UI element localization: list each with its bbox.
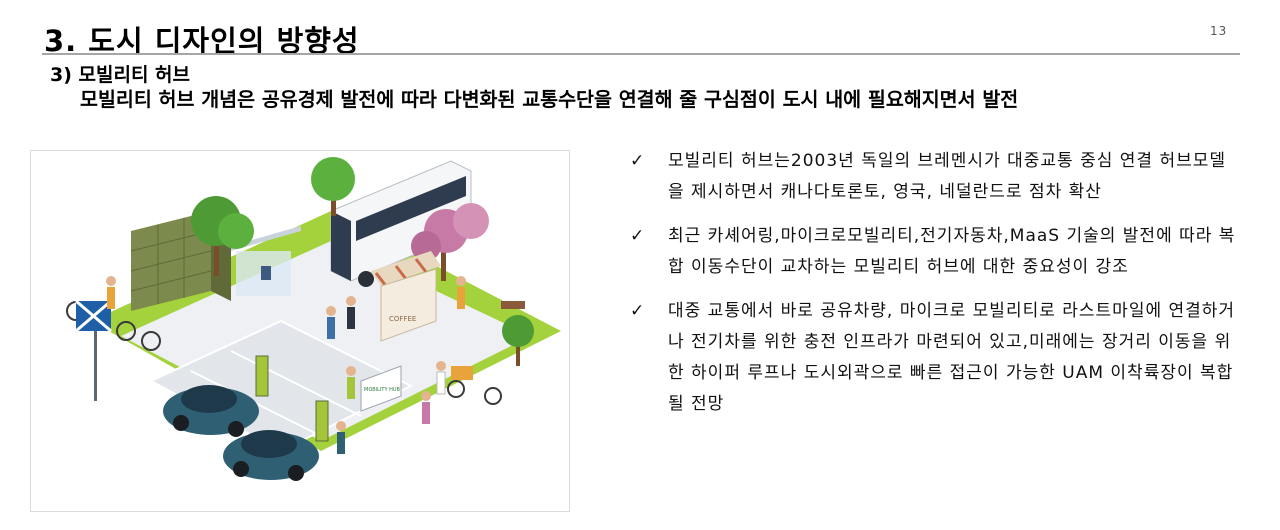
section-summary: 모빌리티 허브 개념은 공유경제 발전에 따라 다변화된 교통수단을 연결해 줄… bbox=[80, 88, 1019, 111]
bullet-list: ✓ 모빌리티 허브는2003년 독일의 브레멘시가 대중교통 중심 연결 허브모… bbox=[630, 146, 1242, 433]
bullet-item: ✓ 최근 카셰어링,마이크로모빌리티,전기자동차,MaaS 기술의 발전에 따라… bbox=[630, 221, 1242, 283]
bullet-text: 모빌리티 허브는2003년 독일의 브레멘시가 대중교통 중심 연결 허브모델을… bbox=[668, 151, 1227, 202]
checkmark-icon: ✓ bbox=[630, 226, 646, 246]
tree-right bbox=[502, 315, 534, 366]
page-title: 3. 도시 디자인의 방향성 bbox=[44, 24, 360, 58]
bullet-text: 최근 카셰어링,마이크로모빌리티,전기자동차,MaaS 기술의 발전에 따라 복… bbox=[668, 226, 1236, 277]
people bbox=[106, 276, 466, 454]
tree-top bbox=[311, 157, 355, 216]
bus-shelter bbox=[231, 226, 301, 296]
hub-label: MOBILITY HUB bbox=[364, 387, 401, 393]
title-divider bbox=[42, 53, 1240, 55]
ev-charger bbox=[315, 400, 329, 442]
ev-car-2 bbox=[223, 430, 319, 481]
page-number: 13 bbox=[1210, 24, 1228, 38]
bullet-text: 대중 교통에서 바로 공유차량, 마이크로 모빌리티로 라스트마일에 연결하거나… bbox=[668, 301, 1236, 414]
signpost bbox=[75, 299, 112, 401]
checkmark-icon: ✓ bbox=[630, 151, 646, 171]
bullet-item: ✓ 모빌리티 허브는2003년 독일의 브레멘시가 대중교통 중심 연결 허브모… bbox=[630, 146, 1242, 208]
cargo-bike bbox=[447, 366, 502, 405]
coffee-kiosk: COFFEE bbox=[371, 251, 441, 342]
section-subheading: 3) 모빌리티 허브 bbox=[50, 64, 191, 86]
blossom-tree bbox=[411, 203, 489, 281]
checkmark-icon: ✓ bbox=[630, 301, 646, 321]
tree-left bbox=[191, 196, 254, 276]
mobility-hub-scene: COFFEE MOBILITY HUB bbox=[66, 157, 561, 481]
coffee-sign: COFFEE bbox=[389, 315, 416, 323]
bullet-item: ✓ 대중 교통에서 바로 공유차량, 마이크로 모빌리티로 라스트마일에 연결하… bbox=[630, 296, 1242, 420]
ev-charger bbox=[255, 355, 269, 397]
ev-car-1 bbox=[163, 385, 259, 437]
mobility-hub-sign: MOBILITY HUB bbox=[360, 365, 402, 412]
bench bbox=[501, 301, 525, 309]
mobility-hub-illustration: COFFEE MOBILITY HUB bbox=[30, 150, 570, 512]
